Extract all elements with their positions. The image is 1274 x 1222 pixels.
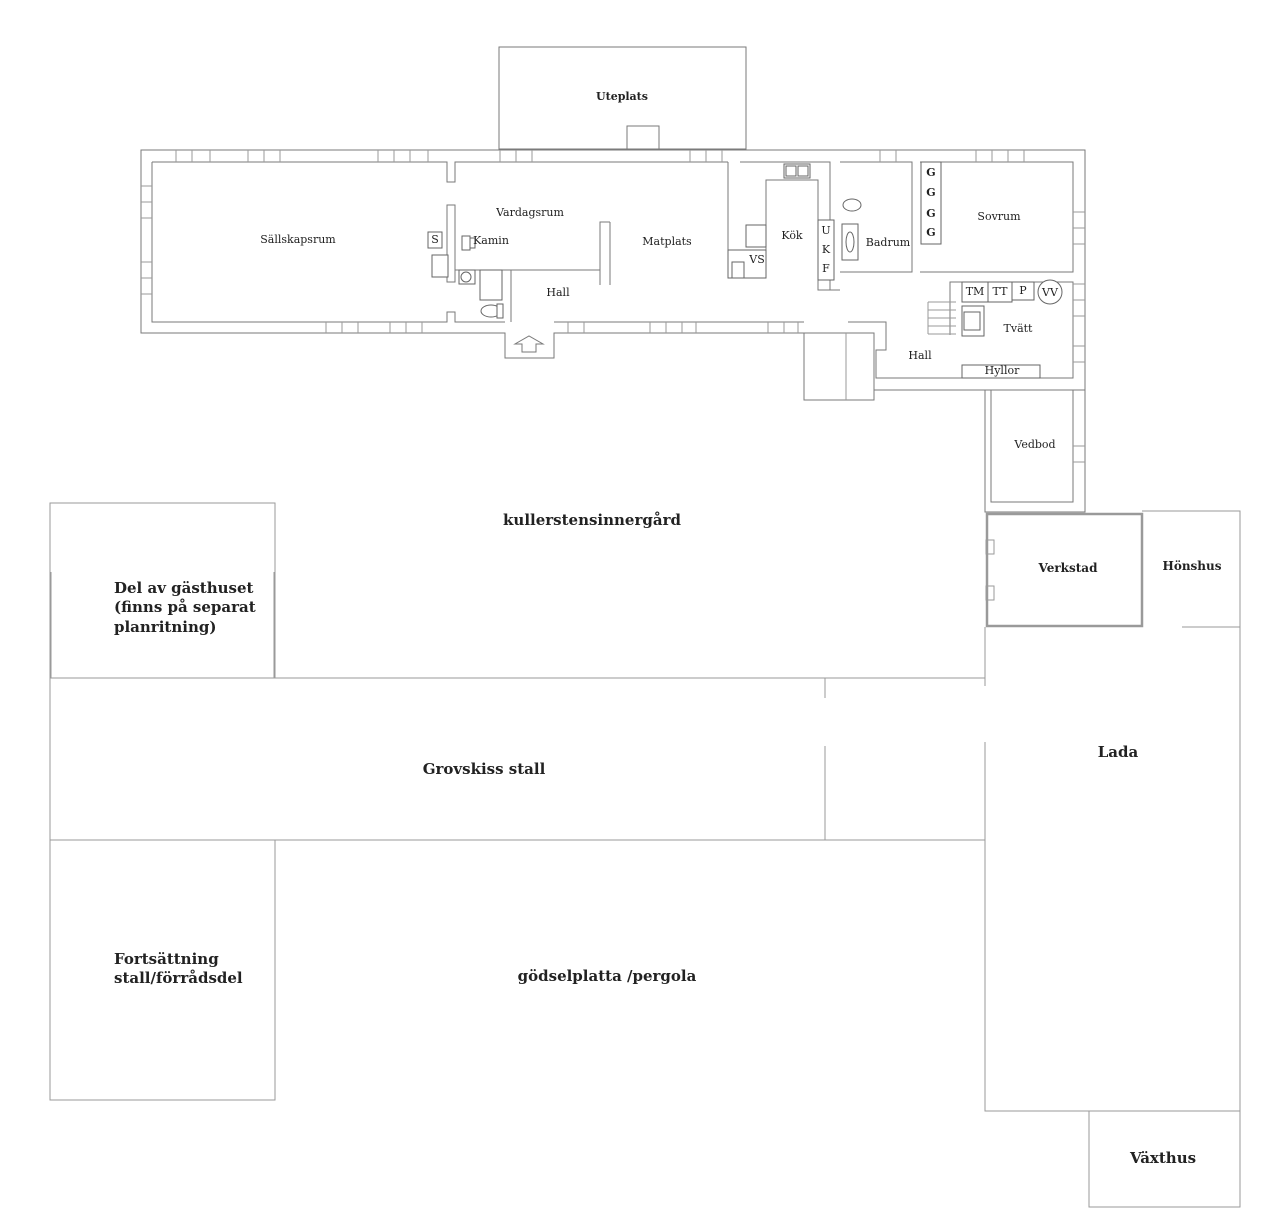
label-fortsattning-1: Fortsättning [114,950,219,968]
label-godselplatta: gödselplatta /pergola [518,967,697,985]
label-vs: VS [748,253,764,266]
label-hall-2: Hall [908,349,932,362]
label-vedbod: Vedbod [1013,438,1055,451]
label-kok: Kök [781,229,803,242]
label-gasthuset-3: planritning) [114,618,216,636]
label-u: U [821,224,830,237]
label-k: K [822,243,831,256]
label-g-1: G [926,166,935,179]
label-p: P [1019,284,1027,297]
label-matplats: Matplats [642,235,692,248]
label-g-2: G [926,186,935,199]
label-sovrum: Sovrum [977,210,1021,223]
label-g-4: G [926,226,935,239]
label-tm: TM [966,285,985,298]
label-uteplats: Uteplats [596,90,648,103]
label-verkstad: Verkstad [1038,561,1099,575]
main-house [140,149,1086,513]
label-hyllor: Hyllor [985,364,1020,377]
label-fortsattning-2: stall/förrådsdel [114,969,243,987]
label-honshus: Hönshus [1162,559,1221,573]
fixtures [427,161,1063,379]
label-hall-1: Hall [546,286,570,299]
label-sallskapsrum: Sällskapsrum [260,233,336,246]
label-vardagsrum: Vardagsrum [495,206,564,219]
label-vv: VV [1041,286,1059,299]
label-kamin: Kamin [473,234,509,247]
label-tvatt: Tvätt [1004,322,1034,335]
label-vaxthus: Växthus [1129,1149,1196,1167]
label-g-3: G [926,207,935,220]
label-badrum: Badrum [866,236,911,249]
label-s: S [431,233,439,246]
label-tt: TT [993,285,1009,298]
label-kullerstensinnergard: kullerstensinnergård [503,511,681,529]
outbuildings [49,502,1241,1208]
label-f: F [822,262,830,275]
label-gasthuset-2: (finns på separat [114,598,256,616]
label-grovskiss-stall: Grovskiss stall [423,760,546,778]
label-lada: Lada [1098,743,1139,761]
label-gasthuset-1: Del av gästhuset [114,579,254,597]
